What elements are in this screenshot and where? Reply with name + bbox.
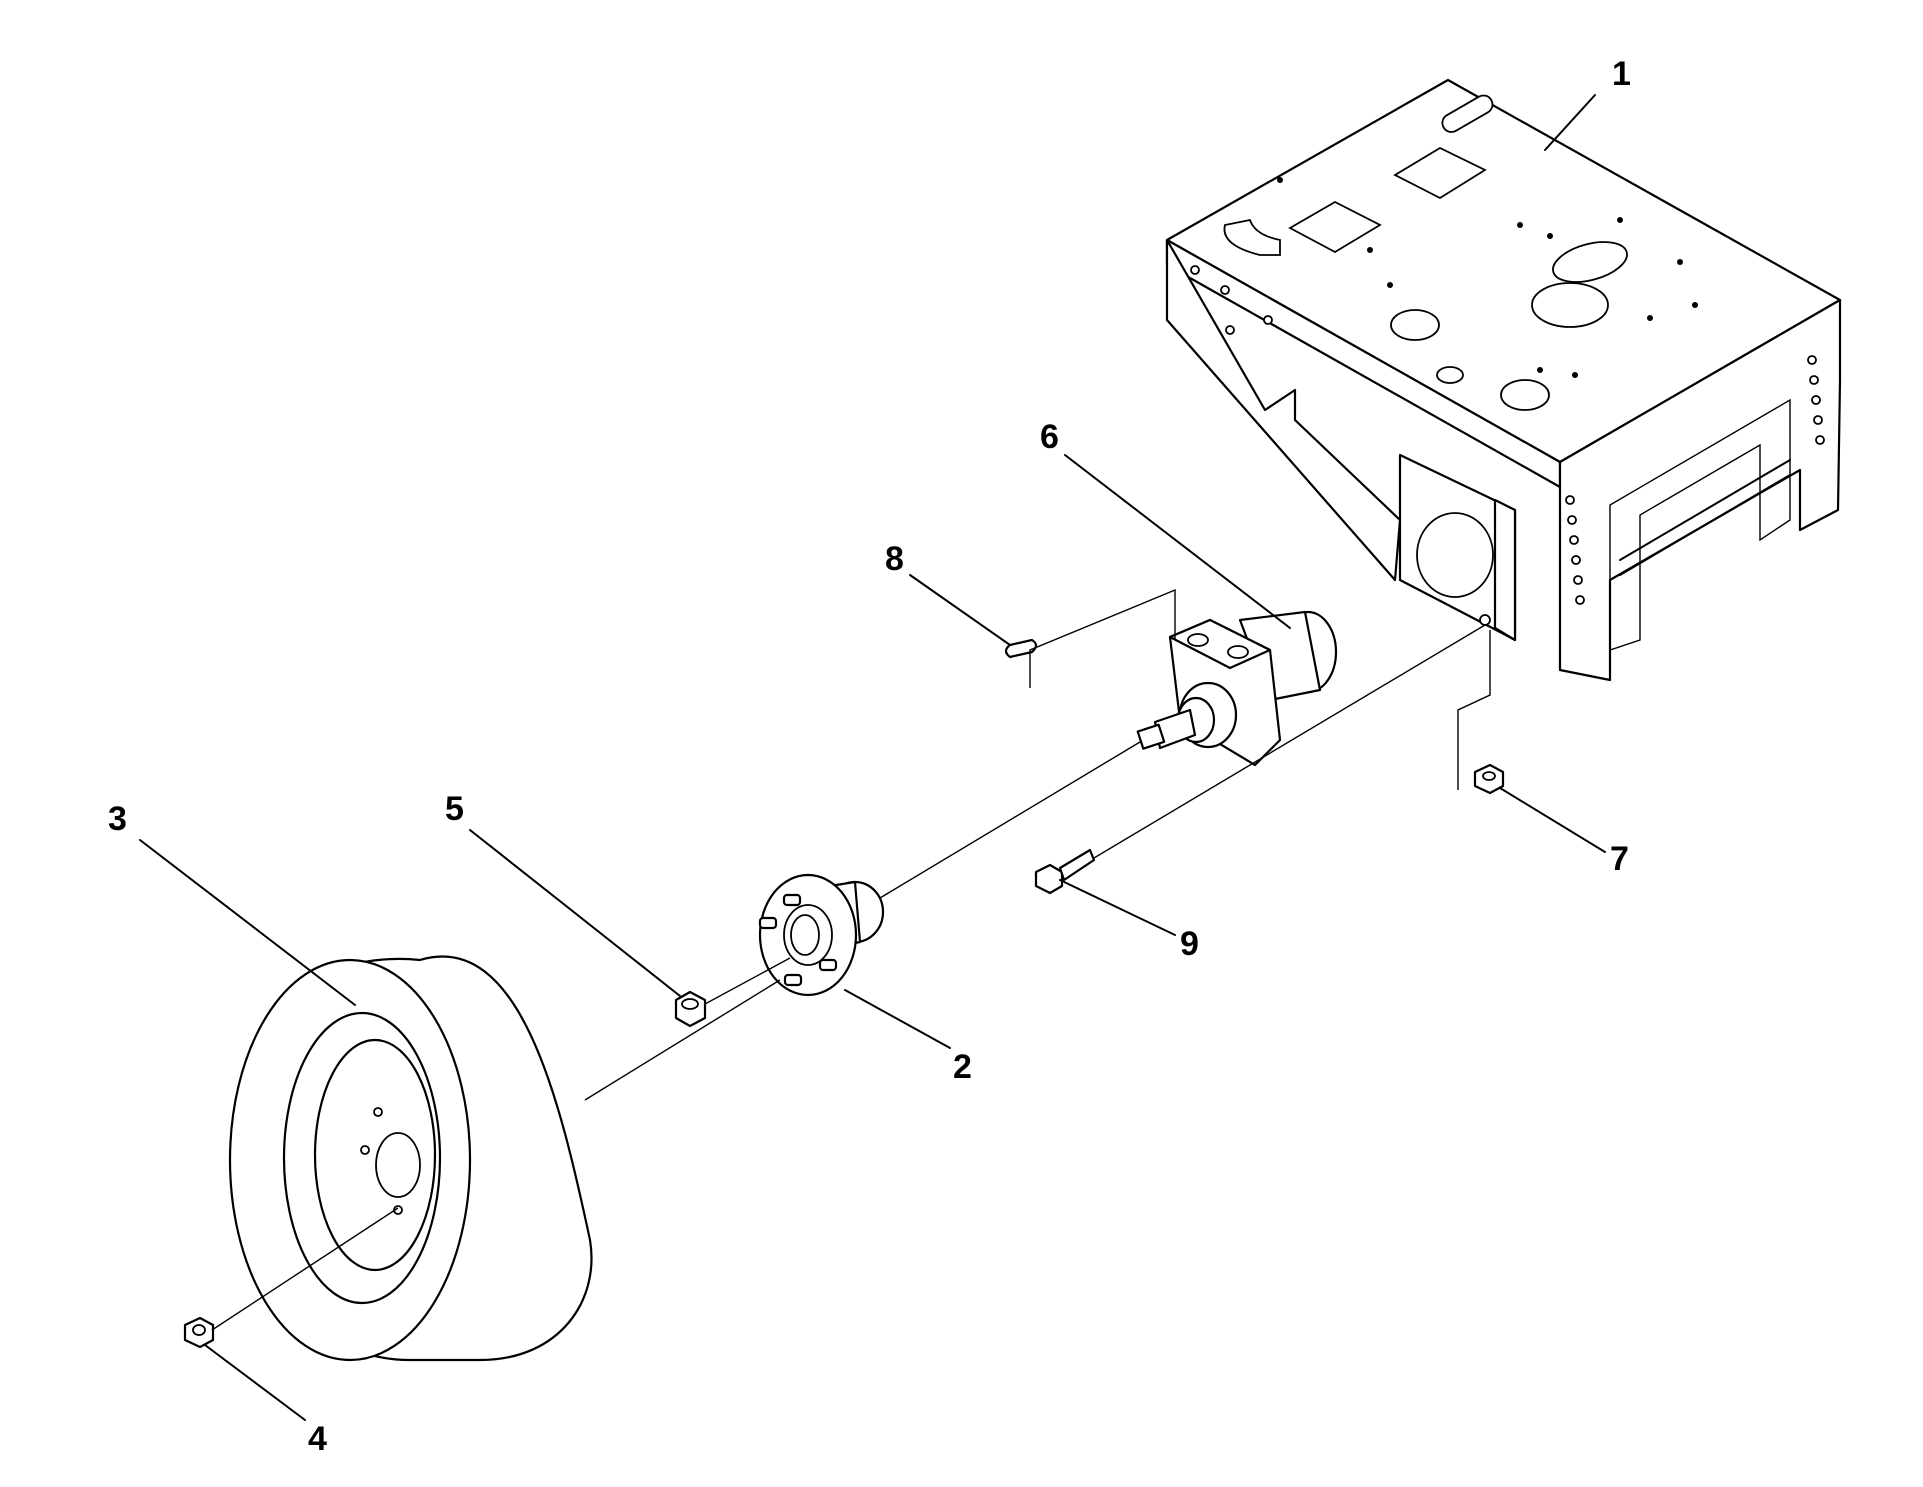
callout-6: 6 xyxy=(1040,418,1059,456)
callout-9: 9 xyxy=(1180,925,1199,963)
bolt-part-9 xyxy=(1034,848,1096,895)
key-part-8 xyxy=(1004,638,1038,659)
callout-5: 5 xyxy=(445,790,464,828)
frame-part-1 xyxy=(1165,78,1842,682)
flange-nut-part-7 xyxy=(1473,763,1505,795)
lug-nut-part-4 xyxy=(183,1316,215,1349)
hydraulic-motor-part-6 xyxy=(1136,610,1338,767)
callout-labels: 1 2 3 4 5 6 7 8 9 xyxy=(108,55,1631,1458)
callout-4: 4 xyxy=(308,1420,327,1458)
wheel-hub-part-2 xyxy=(758,873,885,997)
motor-mount-bracket xyxy=(1398,453,1517,642)
callout-1: 1 xyxy=(1612,55,1631,93)
wheel-tire-part-3 xyxy=(228,955,593,1362)
callout-7: 7 xyxy=(1610,840,1629,878)
callout-8: 8 xyxy=(885,540,904,578)
callout-3: 3 xyxy=(108,800,127,838)
leader-lines xyxy=(139,94,1606,1421)
callout-2: 2 xyxy=(953,1048,972,1086)
assembly-center-lines xyxy=(211,588,1491,1331)
hub-nut-part-5 xyxy=(674,990,707,1028)
